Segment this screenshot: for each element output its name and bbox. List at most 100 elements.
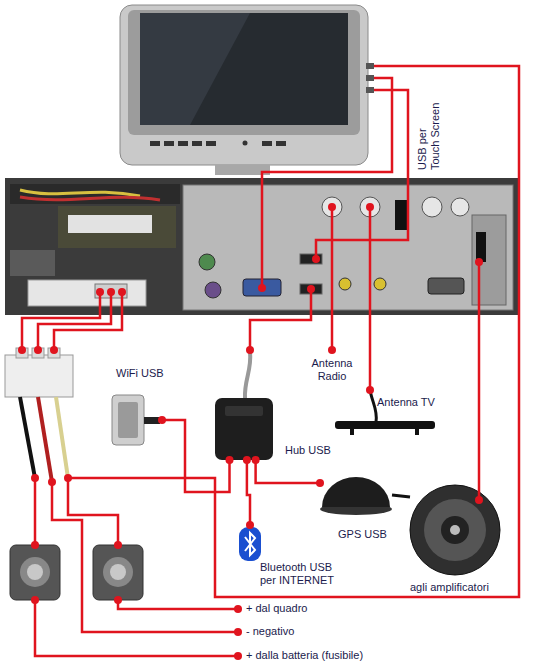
wire — [68, 478, 118, 545]
switch-knob — [110, 564, 126, 580]
gps-dome — [322, 477, 390, 507]
jack — [451, 198, 469, 216]
wire — [316, 90, 408, 259]
usb-port — [300, 254, 322, 264]
terminal-label: + dalla batteria (fusibile) — [246, 649, 363, 662]
monitor-connector — [366, 75, 374, 81]
wire-dot — [475, 496, 483, 504]
usb-cable — [158, 416, 234, 492]
jack — [422, 197, 442, 217]
monitor-button — [150, 141, 160, 146]
wire-dot — [243, 456, 251, 464]
usb-hub — [215, 398, 273, 460]
terminal-dot — [234, 628, 242, 636]
wire-dot — [316, 479, 324, 487]
wire-dot — [18, 346, 26, 354]
wire — [118, 600, 238, 609]
wire — [52, 482, 238, 632]
pc-part — [10, 250, 55, 276]
bluetooth-rune — [245, 533, 255, 555]
wire-dot — [258, 284, 266, 292]
device-label: Bluetooth USB per INTERNET — [260, 561, 350, 587]
wire-dot — [328, 346, 336, 354]
power-socket — [95, 284, 127, 298]
monitor-button — [178, 141, 188, 146]
wifi-plug — [144, 417, 160, 424]
usb-hub: Hub USB — [215, 398, 273, 460]
hub-top — [225, 406, 263, 416]
molex-connector — [5, 355, 73, 397]
device-label: Antenna Radio — [303, 357, 361, 383]
wire-dot — [31, 474, 39, 482]
wire-dot — [246, 521, 254, 529]
monitor-sensor — [243, 141, 248, 146]
wire-dot — [34, 346, 42, 354]
black-wire — [20, 397, 35, 478]
wiring — [22, 66, 519, 656]
switch-body — [10, 545, 60, 600]
cable-line — [247, 460, 250, 525]
wire-dot — [475, 258, 483, 266]
wire — [22, 292, 100, 350]
audio-coil — [476, 232, 486, 262]
bluetooth-dongle: Bluetooth USB per INTERNET — [238, 525, 262, 563]
device-label: Hub USB — [285, 444, 331, 457]
wire — [34, 478, 37, 545]
monitor-connector — [366, 63, 374, 69]
terminal-dot — [234, 605, 242, 613]
wire — [331, 207, 334, 350]
usb-port — [300, 284, 322, 294]
monitor-frame — [120, 5, 368, 165]
wire-dot — [328, 203, 336, 211]
cable-line — [256, 460, 320, 483]
monitor-button — [276, 141, 286, 146]
wire-dot — [31, 541, 39, 549]
device-label: WiFi USB — [116, 367, 164, 380]
terminal-label: - negativo — [246, 625, 294, 638]
wire-dot — [252, 456, 260, 464]
ps2-port — [199, 254, 215, 270]
monitor-connector — [366, 87, 374, 93]
terminal-label: + dal quadro — [246, 602, 307, 615]
wire-dot — [114, 596, 122, 604]
wire — [478, 262, 481, 500]
wifi-device — [112, 395, 144, 445]
usb-cable — [243, 456, 254, 529]
wire-dot — [158, 416, 166, 424]
serial-port — [428, 278, 464, 294]
bluetooth-icon — [239, 527, 261, 561]
wire-dot — [50, 346, 58, 354]
gps-cable — [392, 495, 410, 497]
monitor-button — [206, 141, 216, 146]
wire — [54, 292, 122, 350]
monitor-button — [192, 141, 202, 146]
wire — [250, 289, 311, 350]
speaker-frame — [410, 485, 500, 575]
hub-cable — [245, 352, 250, 398]
antenna-foot — [415, 429, 419, 435]
speaker-center — [441, 516, 469, 544]
screen-glare — [140, 13, 250, 125]
wire-label: USB per Touch Screen — [416, 98, 442, 170]
wire-dot — [64, 474, 72, 482]
wire-dot — [366, 386, 374, 394]
yellow-wire — [56, 397, 68, 478]
monitor-button — [164, 141, 174, 146]
device-label: GPS USB — [338, 528, 387, 541]
wire — [68, 66, 519, 597]
wire — [262, 78, 392, 288]
tv-antenna — [335, 421, 435, 429]
wifi-device: WiFi USB — [112, 395, 162, 445]
device-label: agli amplificatori — [410, 581, 489, 594]
wire-dot — [48, 478, 56, 486]
pc-cable — [20, 190, 140, 196]
gps-receiver: GPS USB — [320, 472, 392, 516]
pc-card — [58, 206, 176, 248]
antenna-label: Antenna Radio — [303, 355, 361, 385]
wire-dot — [312, 255, 320, 263]
usb-cable — [252, 456, 324, 487]
monitor-screen — [140, 13, 348, 125]
pc-board — [10, 184, 180, 204]
power-connector — [28, 280, 146, 306]
